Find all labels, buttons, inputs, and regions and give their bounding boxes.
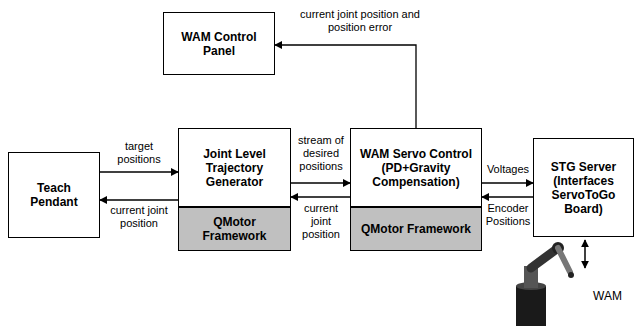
edge-label: current joint position bbox=[103, 204, 175, 230]
box-text: (Interfaces ServoToGo Board) bbox=[539, 174, 628, 216]
link-arrow bbox=[584, 240, 586, 268]
box-text: QMotor Framework bbox=[361, 222, 471, 236]
wam-robot bbox=[516, 242, 574, 326]
data-flow-arrow bbox=[482, 196, 533, 197]
framework-box: QMotor Framework bbox=[350, 207, 482, 251]
framework-box: QMotor Framework bbox=[178, 207, 291, 251]
robot-label: WAM bbox=[593, 290, 622, 303]
data-flow-arrow bbox=[482, 182, 533, 183]
data-flow-arrow bbox=[291, 182, 350, 183]
edge-label: stream of desired positions bbox=[293, 134, 349, 173]
box-text: WAM Servo Control bbox=[360, 147, 472, 161]
box-text: WAM Control Panel bbox=[169, 30, 269, 58]
data-flow-arrow bbox=[100, 199, 178, 200]
servo-box: WAM Servo Control(PD+Gravity Compensatio… bbox=[350, 128, 482, 207]
box-text: STG Server bbox=[551, 160, 616, 174]
edge-label: Encoder Positions bbox=[483, 202, 533, 228]
trajectory-box: Joint Level Trajectory Generator bbox=[178, 128, 291, 207]
box-text: Joint Level Trajectory Generator bbox=[184, 147, 285, 189]
box-text: QMotor Framework bbox=[184, 215, 285, 243]
server-box: STG Server(Interfaces ServoToGo Board) bbox=[533, 138, 634, 237]
edge-label: Voltages bbox=[483, 163, 533, 176]
control-panel-box: WAM Control Panel bbox=[163, 12, 275, 75]
teach-pendant-box: Teach Pendant bbox=[8, 152, 100, 238]
data-flow-arrow bbox=[275, 45, 416, 128]
edge-label: current joint position bbox=[293, 202, 349, 241]
edge-label: target positions bbox=[103, 140, 175, 166]
data-flow-arrow bbox=[291, 196, 350, 197]
box-text: (PD+Gravity Compensation) bbox=[356, 161, 476, 189]
edge-label: current joint position and position erro… bbox=[300, 8, 420, 34]
data-flow-arrow bbox=[100, 171, 178, 172]
box-text: Teach Pendant bbox=[14, 181, 94, 209]
